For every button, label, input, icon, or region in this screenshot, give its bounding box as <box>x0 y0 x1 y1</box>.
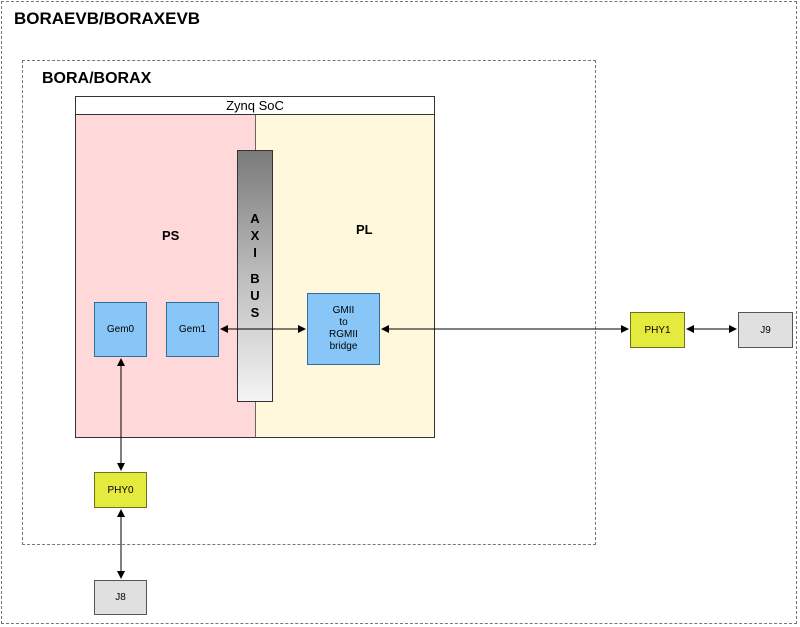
board-title: BORAEVB/BORAXEVB <box>14 9 201 28</box>
phy1-block: PHY1 <box>630 312 685 348</box>
axi-bus-letter: S <box>250 305 260 320</box>
ps-label: PS <box>162 228 180 243</box>
gmii-label-line: GMII <box>332 305 355 316</box>
phy0-block: PHY0 <box>94 472 147 508</box>
pl-label: PL <box>356 222 373 237</box>
gem0-label: Gem0 <box>106 323 135 335</box>
axi-bus-letter: I <box>253 245 257 260</box>
gem1-block: Gem1 <box>166 302 219 357</box>
j8-label: J8 <box>115 592 126 603</box>
axi-bus-letter: X <box>250 228 260 243</box>
gmii-to-rgmii-bridge-block: GMII to RGMII bridge <box>307 293 380 365</box>
module-title: BORA/BORAX <box>42 70 152 87</box>
j9-label: J9 <box>760 324 771 336</box>
j8-connector: J8 <box>94 580 147 615</box>
axi-bus <box>237 150 273 402</box>
gem0-block: Gem0 <box>94 302 147 357</box>
ps-region <box>75 114 256 438</box>
gmii-label-line: to <box>339 317 348 328</box>
j9-connector: J9 <box>738 312 793 348</box>
gmii-label-line: bridge <box>329 341 358 352</box>
axi-bus-letter: A <box>250 211 260 226</box>
gem1-label: Gem1 <box>178 323 207 335</box>
gmii-label-line: RGMII <box>329 329 358 340</box>
phy1-label: PHY1 <box>644 324 671 336</box>
phy0-label: PHY0 <box>107 484 134 496</box>
axi-bus-letter: B <box>250 271 260 286</box>
axi-bus-letter: U <box>250 288 260 303</box>
pl-region <box>255 114 435 438</box>
module-frame <box>22 60 596 545</box>
